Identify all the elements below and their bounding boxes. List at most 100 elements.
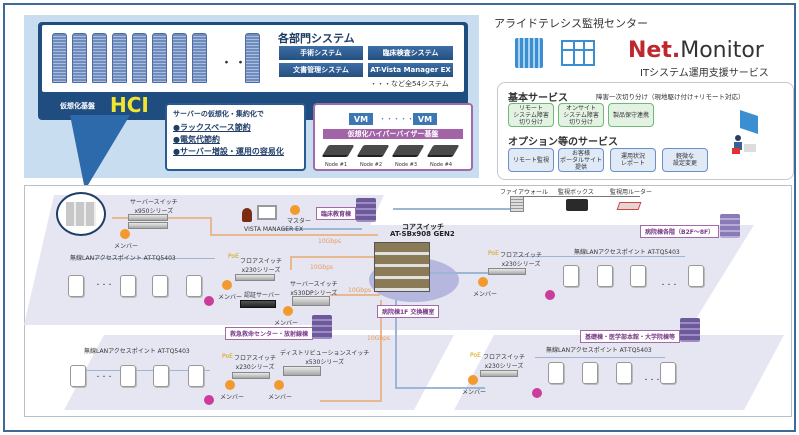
vm-badge: VM — [413, 113, 437, 125]
amf-badge — [120, 229, 130, 239]
node-label: Node #3 — [394, 162, 417, 168]
access-point-icon — [563, 265, 579, 287]
poe-label: PoE — [222, 353, 233, 360]
awc-badge — [204, 395, 214, 405]
link-10g — [210, 234, 378, 236]
floor-switch-model: x230シリーズ — [235, 364, 275, 371]
dist-switch-label: ディストリビューションスイッチ x530シリーズ — [280, 348, 369, 366]
dist-switch-model: x530シリーズ — [305, 359, 345, 366]
floor-switch-icon — [235, 274, 275, 281]
server-rack-icon — [72, 33, 87, 83]
poe-label: PoE — [488, 250, 499, 257]
amf-badge — [478, 277, 488, 287]
floor-switch-model: x230シリーズ — [501, 261, 541, 268]
ap-ellipsis: ・・・ — [643, 377, 662, 384]
brand-net: Net. — [628, 38, 681, 63]
server-boxes — [66, 202, 96, 226]
auth-server-label: 認証サーバー — [244, 292, 280, 299]
amf-badge — [222, 280, 232, 290]
server-rack-icon — [192, 33, 207, 83]
monitor-box-label: 監視ボックス — [558, 189, 594, 196]
benefits-title: サーバーの仮想化・集約化で — [173, 110, 264, 118]
core-switch-model: AT-SBx908 GEN2 — [390, 230, 455, 238]
access-point-icon — [597, 265, 613, 287]
admin-user-icon — [242, 208, 252, 222]
server-rack-icon — [112, 33, 127, 83]
building-tag-basic: 基礎棟・医学部本館・大学院棟等 — [580, 330, 681, 343]
firewall-label: ファイアウォール — [500, 189, 549, 196]
link — [395, 387, 485, 389]
node-server-icon — [321, 145, 355, 157]
amf-badge — [274, 380, 284, 390]
x530dp-title: サーバースイッチ — [290, 281, 338, 288]
ap-label: 無線LANアクセスポイント AT-TQ5403 — [546, 347, 652, 354]
link-firewall — [393, 208, 518, 210]
ap-ellipsis: ・・・ — [95, 282, 114, 289]
server-rack-icon — [152, 33, 167, 83]
system-lab: 臨床検査システム — [368, 46, 453, 60]
ap-label: 無線LANアクセスポイント AT-TQ5403 — [574, 249, 680, 256]
services-panel: 基本サービス 障害一次切り分け（現地駆け付け+リモート対応） リモート システム… — [497, 82, 794, 180]
system-surgery: 手術システム — [279, 46, 363, 60]
systems-title: 各部門システム — [278, 32, 355, 45]
speed-label: 10Gbps — [348, 287, 372, 294]
speed-label: 10Gbps — [310, 264, 334, 271]
floor-switch-title: フロアスイッチ — [234, 355, 277, 362]
x530dp-switch-icon — [292, 296, 330, 306]
brand-subtitle: ITシステム運用支援サービス — [640, 68, 769, 79]
awc-badge — [204, 296, 214, 306]
access-point-icon — [582, 362, 598, 384]
ap-bus — [85, 370, 210, 371]
hci-title: HCI — [110, 93, 149, 117]
service-onsite-isolation: オンサイト システム障害 切り分け — [558, 103, 604, 127]
x950-switch-icon — [128, 214, 168, 221]
vm-dots: ・・・・・・ — [379, 115, 421, 123]
building-icon — [680, 318, 700, 342]
floor-switch-label: フロアスイッチ x230シリーズ — [234, 353, 276, 371]
access-point-icon — [120, 365, 136, 387]
link — [290, 256, 292, 270]
benefit-item: ●電気代節約 — [173, 135, 220, 144]
node-server-icon — [391, 145, 425, 157]
member-label: メンバー — [268, 394, 293, 401]
router-icon — [616, 202, 642, 210]
member-label: メンバー — [462, 389, 487, 396]
server-rack-icon — [172, 33, 187, 83]
speed-label: 10Gbps — [367, 335, 391, 342]
amf-badge — [225, 380, 235, 390]
access-point-icon — [688, 265, 704, 287]
system-document: 文書管理システム — [279, 63, 363, 77]
member-label: メンバー — [274, 320, 299, 327]
floor-switch-model: x230シリーズ — [241, 267, 281, 274]
basic-services-note: 障害一次切り分け（現地駆け付け+リモート対応） — [596, 93, 745, 101]
x950-switch-icon — [128, 222, 168, 229]
callout-pointer — [70, 115, 130, 190]
basic-services-title: 基本サービス — [508, 93, 568, 104]
platform-label: 仮想化基盤 — [60, 102, 95, 110]
node-label: Node #4 — [429, 162, 452, 168]
building-tag-clinical: 臨床教育棟 — [316, 207, 357, 220]
x950-model: x950シリーズ — [134, 208, 174, 215]
server-rack-icon — [132, 33, 147, 83]
floor-switch-model: x230シリーズ — [484, 363, 524, 370]
member-label: メンバー — [114, 243, 139, 250]
floor-switch-title: フロアスイッチ — [483, 354, 526, 361]
dist-switch-title: ディストリビューションスイッチ — [280, 350, 370, 357]
master-label: マスター — [287, 218, 312, 225]
access-point-icon — [70, 365, 86, 387]
netmonitor-logo: Net.Monitor — [628, 38, 764, 63]
access-point-icon — [616, 362, 632, 384]
operator-icon — [732, 110, 758, 154]
firewall-icon — [510, 196, 524, 212]
access-point-icon — [630, 265, 646, 287]
option-services-title: オプション等のサービス — [508, 137, 618, 148]
core-switch-icon — [374, 242, 430, 292]
monitor-wall-icon — [561, 40, 595, 66]
ap-bus — [515, 256, 685, 257]
benefits-box: サーバーの仮想化・集約化で ●ラックスペース節約 ●電気代節約 ●サーバー増設・… — [165, 103, 306, 171]
access-point-icon — [153, 365, 169, 387]
ap-bus — [85, 258, 215, 259]
access-point-icon — [188, 365, 204, 387]
access-point-icon — [548, 362, 564, 384]
